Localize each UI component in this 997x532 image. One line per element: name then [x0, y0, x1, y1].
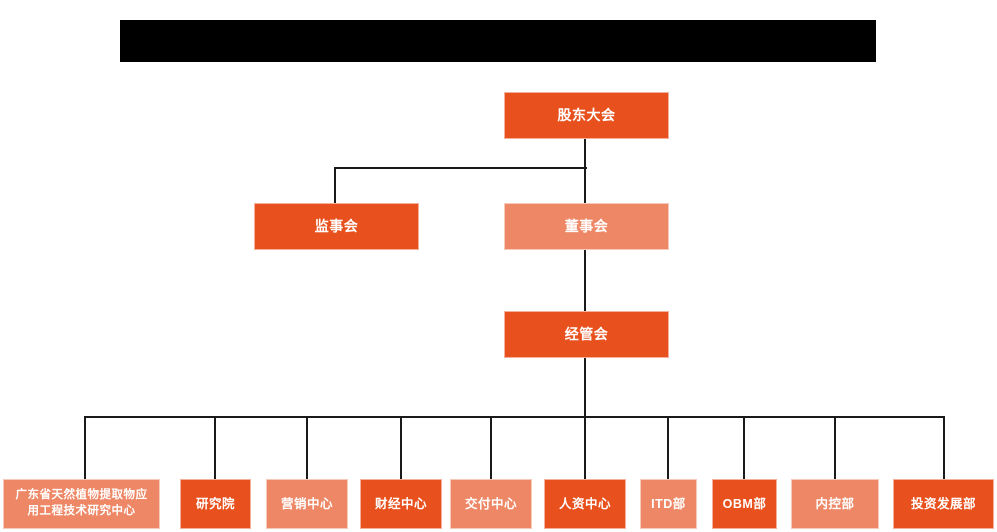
org-node-finance-center[interactable]: 财经中心: [360, 479, 442, 529]
org-node-obm-dept[interactable]: OBM部: [712, 479, 777, 529]
org-node-itd-dept[interactable]: ITD部: [640, 479, 697, 529]
leaf-stem-marketing-center: [306, 416, 308, 479]
org-node-label: 人资中心: [558, 496, 611, 511]
org-node-marketing-center[interactable]: 营销中心: [266, 479, 348, 529]
org-node-label: 内控部: [815, 496, 855, 511]
connector-line: [334, 167, 336, 203]
org-node-label: 交付中心: [464, 496, 517, 511]
org-node-delivery-center[interactable]: 交付中心: [450, 479, 532, 529]
leaf-stem-research-center-gd: [84, 416, 86, 479]
org-node-supervisors[interactable]: 监事会: [254, 203, 419, 250]
org-node-label: 股东大会: [557, 107, 616, 124]
leaf-stem-internal-control-dept: [834, 416, 836, 479]
org-node-label: 投资发展部: [910, 496, 976, 511]
org-node-label: 经管会: [564, 326, 609, 343]
org-node-investment-development-dept[interactable]: 投资发展部: [893, 479, 994, 529]
leaf-stem-research-institute: [214, 416, 216, 479]
connector-line: [584, 358, 586, 416]
org-node-label: 广东省天然植物提取物应 用工程技术研究中心: [15, 489, 148, 517]
org-node-internal-control-dept[interactable]: 内控部: [791, 479, 879, 529]
leaf-stem-investment-development-dept: [943, 416, 945, 479]
org-node-research-center-gd[interactable]: 广东省天然植物提取物应 用工程技术研究中心: [3, 479, 160, 529]
connector-line: [584, 167, 586, 203]
org-node-label: 营销中心: [280, 496, 333, 511]
org-node-label: OBM部: [722, 496, 767, 511]
redacted-title-bar: [120, 20, 876, 62]
org-node-label: 财经中心: [374, 496, 427, 511]
org-node-research-institute[interactable]: 研究院: [180, 479, 251, 529]
org-node-label: 董事会: [564, 218, 609, 235]
leaf-stem-delivery-center: [490, 416, 492, 479]
leaf-stem-obm-dept: [743, 416, 745, 479]
org-node-label: 研究院: [195, 496, 235, 511]
leaf-stem-finance-center: [400, 416, 402, 479]
org-node-directors[interactable]: 董事会: [504, 203, 669, 250]
connector-line: [584, 139, 586, 168]
org-node-label: 监事会: [314, 218, 359, 235]
leaf-stem-itd-dept: [667, 416, 669, 479]
leaf-stem-hr-center: [584, 416, 586, 479]
org-node-management[interactable]: 经管会: [504, 311, 669, 358]
connector-line: [85, 416, 945, 418]
connector-line: [584, 250, 586, 311]
org-node-shareholders[interactable]: 股东大会: [504, 92, 669, 139]
org-node-hr-center[interactable]: 人资中心: [544, 479, 626, 529]
connector-line: [335, 167, 587, 169]
org-node-label: ITD部: [651, 496, 686, 511]
